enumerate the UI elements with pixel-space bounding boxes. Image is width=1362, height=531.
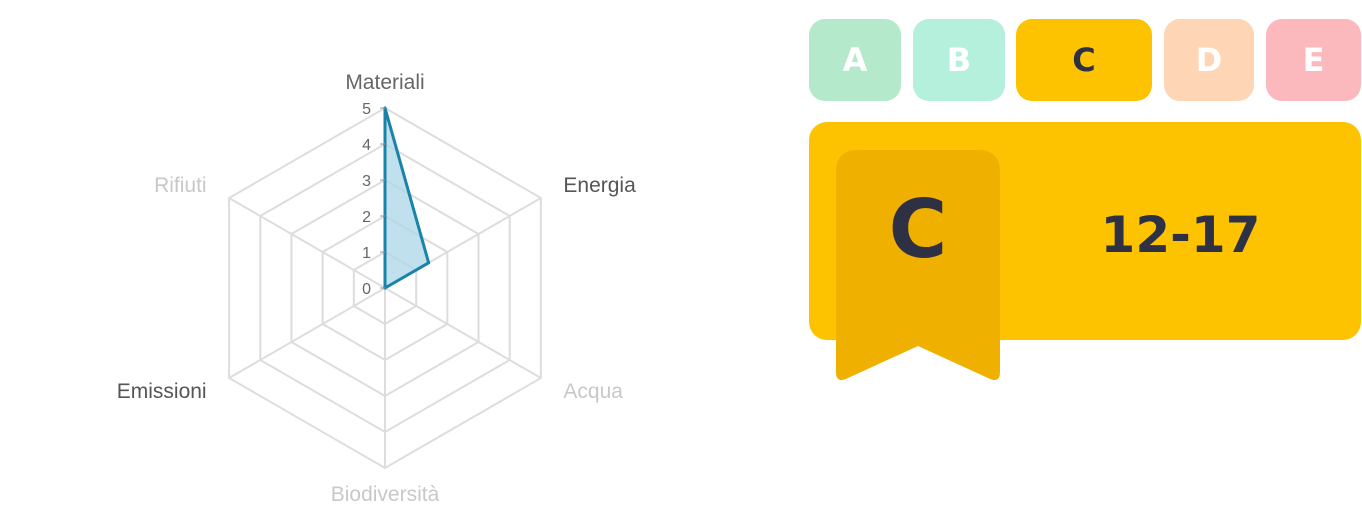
ribbon-shape: [836, 150, 1000, 380]
current-grade-letter: C: [888, 183, 948, 276]
grade-button-b[interactable]: B: [913, 19, 1005, 101]
radar-chart: 0 1 2 3 4 5 MaterialiEnergiaAcquaBiodiversità…: [117, 71, 636, 506]
rating-ribbon: [836, 150, 1000, 380]
radar-tick-label-2: 2: [362, 209, 371, 226]
radar-point-1: [427, 261, 431, 265]
radar-tick-label-3: 3: [362, 173, 371, 190]
radar-axis-label-3: Biodiversità: [331, 483, 440, 506]
grade-button-d[interactable]: D: [1164, 19, 1254, 101]
score-range: 12-17: [1100, 206, 1261, 264]
radar-series-area: [383, 106, 431, 290]
radar-spoke-2: [384, 287, 542, 379]
radar-axis-label-4: Emissioni: [117, 380, 207, 403]
radar-tick-label-1: 1: [362, 245, 371, 262]
radar-spoke-5: [228, 197, 386, 289]
grade-button-a[interactable]: A: [809, 19, 901, 101]
radar-axis-label-1: Energia: [563, 174, 636, 197]
radar-tick-label-0: 0: [362, 281, 371, 298]
radar-axis-label-0: Materiali: [345, 71, 424, 94]
grade-selector: A B C D E: [809, 19, 1361, 101]
radar-tick-label-5: 5: [362, 101, 371, 118]
radar-axis-label-5: Rifiuti: [154, 174, 207, 197]
grade-button-c[interactable]: C: [1016, 19, 1152, 101]
radar-tick-label-4: 4: [362, 137, 371, 154]
radar-series: [383, 106, 431, 290]
radar-tick-labels: 0 1 2 3 4 5: [362, 101, 385, 298]
radar-spoke-4: [228, 287, 386, 379]
grade-button-e[interactable]: E: [1266, 19, 1361, 101]
radar-axis-label-2: Acqua: [563, 380, 623, 403]
